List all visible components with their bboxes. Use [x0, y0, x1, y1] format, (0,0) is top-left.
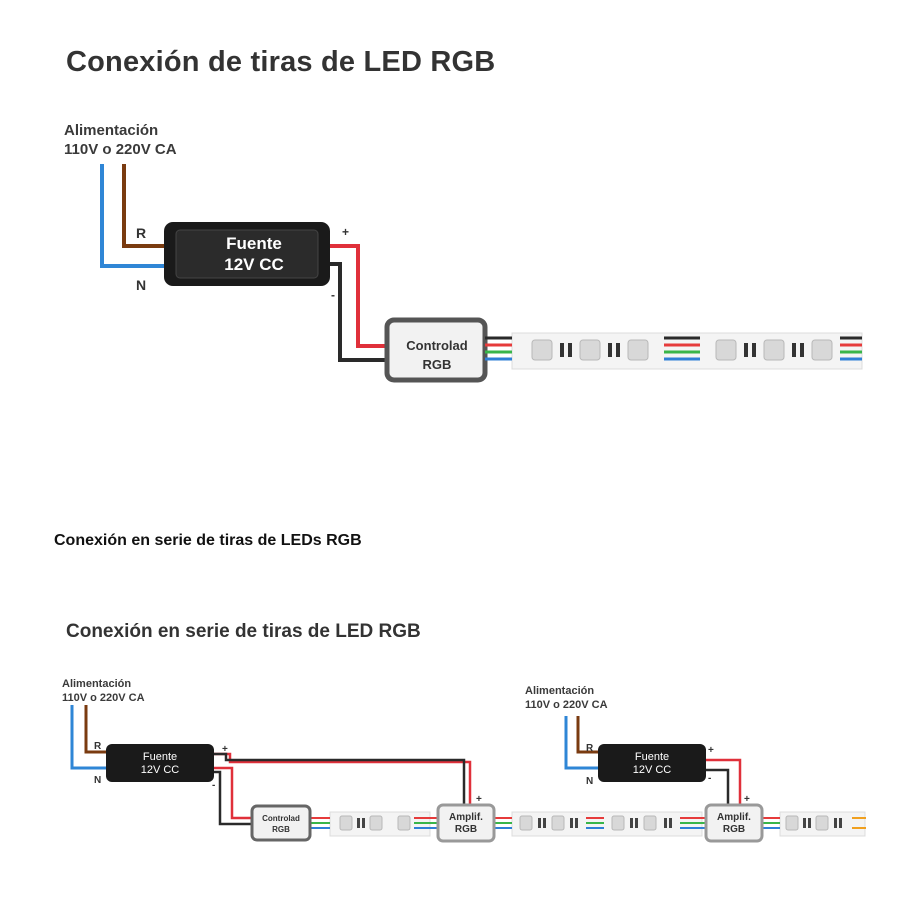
amplifier-1-line2: RGB [454, 824, 478, 835]
left-psu-line2: 12V CC [140, 764, 180, 776]
bottom-controller-line1: Controlad [262, 814, 300, 823]
bottom-controller-line2: RGB [272, 825, 290, 834]
amplifier-2-label: Amplif. RGB [706, 812, 762, 836]
left-psu-line1: Fuente [142, 751, 178, 763]
amplifier-1-line1: Amplif. [449, 812, 483, 823]
live-terminal-label: R [136, 225, 147, 241]
right-supply-line1: Alimentación [525, 685, 595, 697]
top-diagram-title: Conexión de tiras de LED RGB [66, 46, 496, 78]
left-live-terminal-label: R [94, 741, 102, 752]
right-mains-supply-label: Alimentación 110V o 220V CA [525, 684, 608, 712]
right-positive-terminal-label: + [708, 745, 714, 756]
power-supply-label-line2: 12V CC [224, 255, 284, 274]
positive-wire [328, 244, 392, 348]
left-power-supply-label: Fuente 12V CC [110, 751, 210, 777]
amplifier-2-line1: Amplif. [717, 812, 751, 823]
left-negative-terminal-label: - [212, 780, 216, 791]
led-strip-top [485, 332, 863, 370]
neutral-terminal-label: N [136, 277, 147, 293]
supply-label-line2: 110V o 220V CA [64, 141, 177, 158]
left-neutral-terminal-label: N [94, 775, 102, 786]
right-psu-line1: Fuente [634, 751, 670, 763]
live-wire [122, 164, 166, 248]
bottom-diagram-title: Conexión en serie de tiras de LED RGB [66, 621, 421, 642]
controller-label-line1: Controlad [406, 338, 468, 353]
controller-label-line2: RGB [422, 357, 452, 372]
left-mains-supply-label: Alimentación 110V o 220V CA [62, 677, 145, 705]
power-supply-label-line1: Fuente [226, 234, 282, 253]
left-supply-line1: Alimentación [62, 678, 132, 690]
rgb-controller-box [384, 317, 488, 383]
series-caption: Conexión en serie de tiras de LEDs RGB [54, 532, 362, 549]
right-psu-line2: 12V CC [632, 764, 672, 776]
right-neutral-terminal-label: N [586, 776, 594, 787]
supply-label-line1: Alimentación [64, 122, 159, 139]
bottom-controller-label: Controlad RGB [253, 813, 309, 835]
right-negative-terminal-label: - [708, 773, 712, 784]
left-supply-line2: 110V o 220V CA [62, 692, 145, 704]
positive-terminal-label: + [342, 225, 350, 239]
amplifier-1-label: Amplif. RGB [438, 812, 494, 836]
amplifier-2-line2: RGB [722, 824, 746, 835]
left-positive-terminal-label: + [222, 744, 228, 755]
right-supply-line2: 110V o 220V CA [525, 699, 608, 711]
rgb-controller-label: Controlad RGB [392, 336, 482, 374]
top-mains-supply-label: Alimentación 110V o 220V CA [64, 121, 177, 159]
right-power-supply-label: Fuente 12V CC [602, 751, 702, 777]
negative-wire [328, 262, 392, 362]
right-live-terminal-label: R [586, 743, 594, 754]
led-strip-bottom [310, 811, 866, 837]
power-supply-label: Fuente 12V CC [178, 233, 330, 275]
amp2-positive-terminal-label: + [744, 794, 750, 805]
negative-terminal-label: - [331, 288, 335, 302]
amp1-positive-terminal-label: + [476, 794, 482, 805]
neutral-wire [100, 164, 166, 268]
